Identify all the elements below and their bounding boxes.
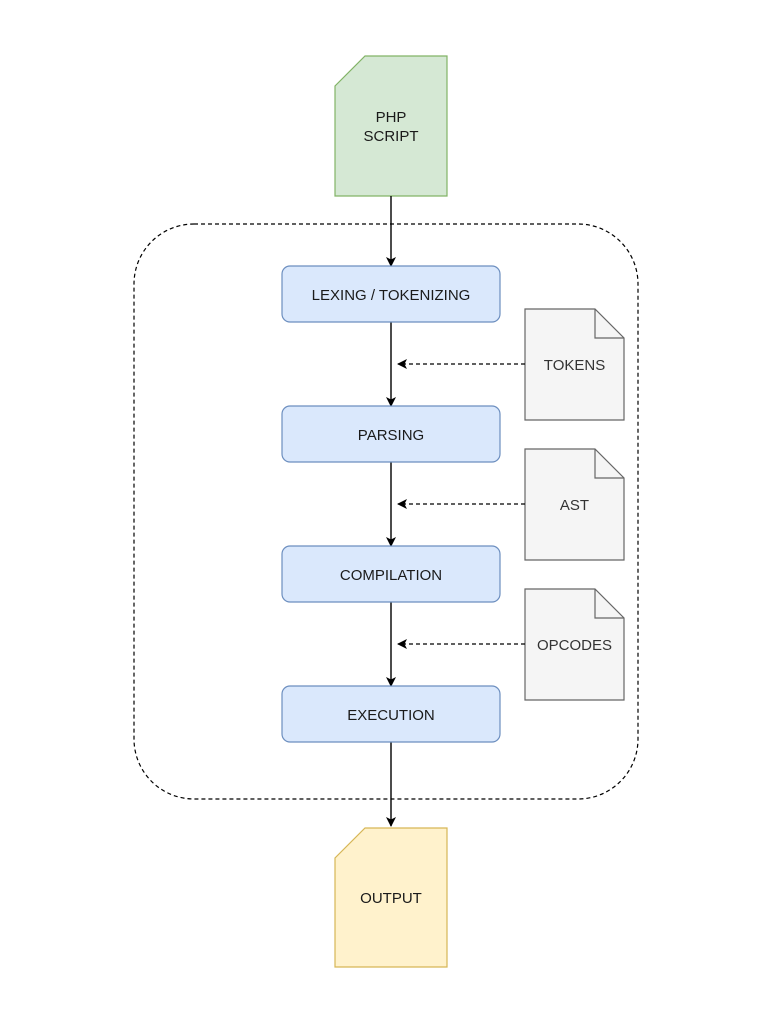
stage-lexing: LEXING / TOKENIZING	[281, 265, 501, 323]
stage-execution: EXECUTION	[281, 685, 501, 743]
folded-corner-icon	[594, 589, 624, 619]
stage-compilation-label: COMPILATION	[340, 567, 442, 584]
php-script-label-line2: SCRIPT	[363, 128, 418, 145]
artifact-opcodes-label: OPCODES	[537, 637, 612, 654]
php-script-card: PHP SCRIPT	[334, 55, 448, 197]
stage-compilation: COMPILATION	[281, 545, 501, 603]
php-script-label-line1: PHP	[376, 109, 407, 126]
stage-parsing: PARSING	[281, 405, 501, 463]
interpreter-boundary	[133, 223, 639, 800]
folded-corner-icon	[594, 309, 624, 339]
stage-execution-label: EXECUTION	[347, 707, 435, 724]
output-card: OUTPUT	[334, 827, 448, 968]
artifact-tokens-document: TOKENS	[524, 308, 625, 421]
artifact-ast-label: AST	[560, 497, 589, 514]
artifact-tokens-label: TOKENS	[544, 357, 605, 374]
artifact-opcodes-document: OPCODES	[524, 588, 625, 701]
stage-parsing-label: PARSING	[358, 427, 424, 444]
stage-lexing-label: LEXING / TOKENIZING	[312, 287, 471, 304]
folded-corner-icon	[594, 449, 624, 479]
artifact-ast-document: AST	[524, 448, 625, 561]
output-label: OUTPUT	[360, 890, 422, 907]
